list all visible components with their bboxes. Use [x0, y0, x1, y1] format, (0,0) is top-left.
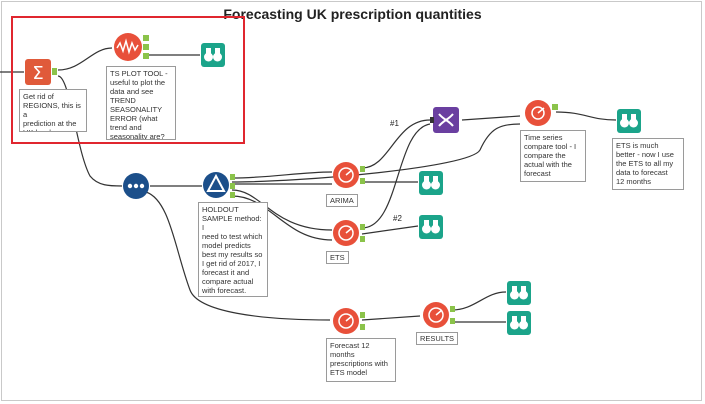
union-icon[interactable]	[430, 106, 464, 134]
connector-results-browse1	[451, 291, 507, 311]
ets-model-icon[interactable]	[330, 160, 366, 192]
ets-model-icon[interactable]	[330, 306, 366, 338]
connector-summarize-tsplot	[57, 47, 113, 71]
binoculars-icon[interactable]	[418, 170, 444, 196]
annotation-ets-better: ETS is much better - now I use the ETS t…	[612, 138, 684, 190]
connector-summarize-filter	[57, 75, 123, 187]
binoculars-icon[interactable]	[418, 214, 444, 240]
connector-union-compare	[461, 115, 521, 121]
svg-text:Σ: Σ	[32, 63, 43, 84]
binoculars-icon[interactable]	[506, 310, 532, 336]
label-ets: ETS	[326, 251, 349, 264]
diagram-title: Forecasting UK prescription quantities	[223, 6, 482, 22]
connector-filter-forecast12	[145, 191, 331, 321]
label-arima: ARIMA	[326, 194, 358, 207]
sigma-icon[interactable]: Σ	[24, 58, 58, 88]
connector-ets-browse	[361, 225, 419, 235]
binoculars-icon[interactable]	[200, 42, 226, 68]
ts-plot-icon[interactable]	[110, 32, 152, 64]
delta-icon[interactable]	[202, 170, 236, 200]
connector-ets-union	[361, 123, 431, 229]
annotation-holdout: HOLDOUT SAMPLE method: I need to test wh…	[198, 202, 268, 297]
annotation-forecast-12: Forecast 12 months prescriptions with ET…	[326, 338, 396, 382]
ts-plot-icon[interactable]	[520, 98, 560, 130]
connector-arima-union	[361, 119, 431, 169]
binoculars-icon[interactable]	[616, 108, 642, 134]
connector-forecast-results	[361, 315, 421, 321]
ets-model-icon[interactable]	[330, 218, 366, 250]
connector-sample-ets2	[231, 195, 333, 241]
connector-sample-ets	[231, 189, 333, 231]
connector-sample-compare	[231, 123, 521, 183]
filter-icon[interactable]	[122, 172, 152, 200]
highlight-box	[11, 16, 245, 144]
annotation-ts-compare: Time series compare tool - I compare the…	[520, 130, 586, 182]
label-results: RESULTS	[416, 332, 459, 345]
path-label-2: #2	[393, 214, 402, 223]
path-label-1: #1	[390, 119, 399, 128]
connector-sample-arima	[231, 171, 333, 179]
connector-compare-browse	[555, 111, 617, 121]
binoculars-icon[interactable]	[506, 280, 532, 306]
ts-plot-icon[interactable]	[420, 300, 456, 332]
annotation-summarize: Get rid of REGIONS, this is a prediction…	[19, 89, 87, 132]
annotation-ts-plot: TS PLOT TOOL - useful to plot the data a…	[106, 66, 176, 140]
